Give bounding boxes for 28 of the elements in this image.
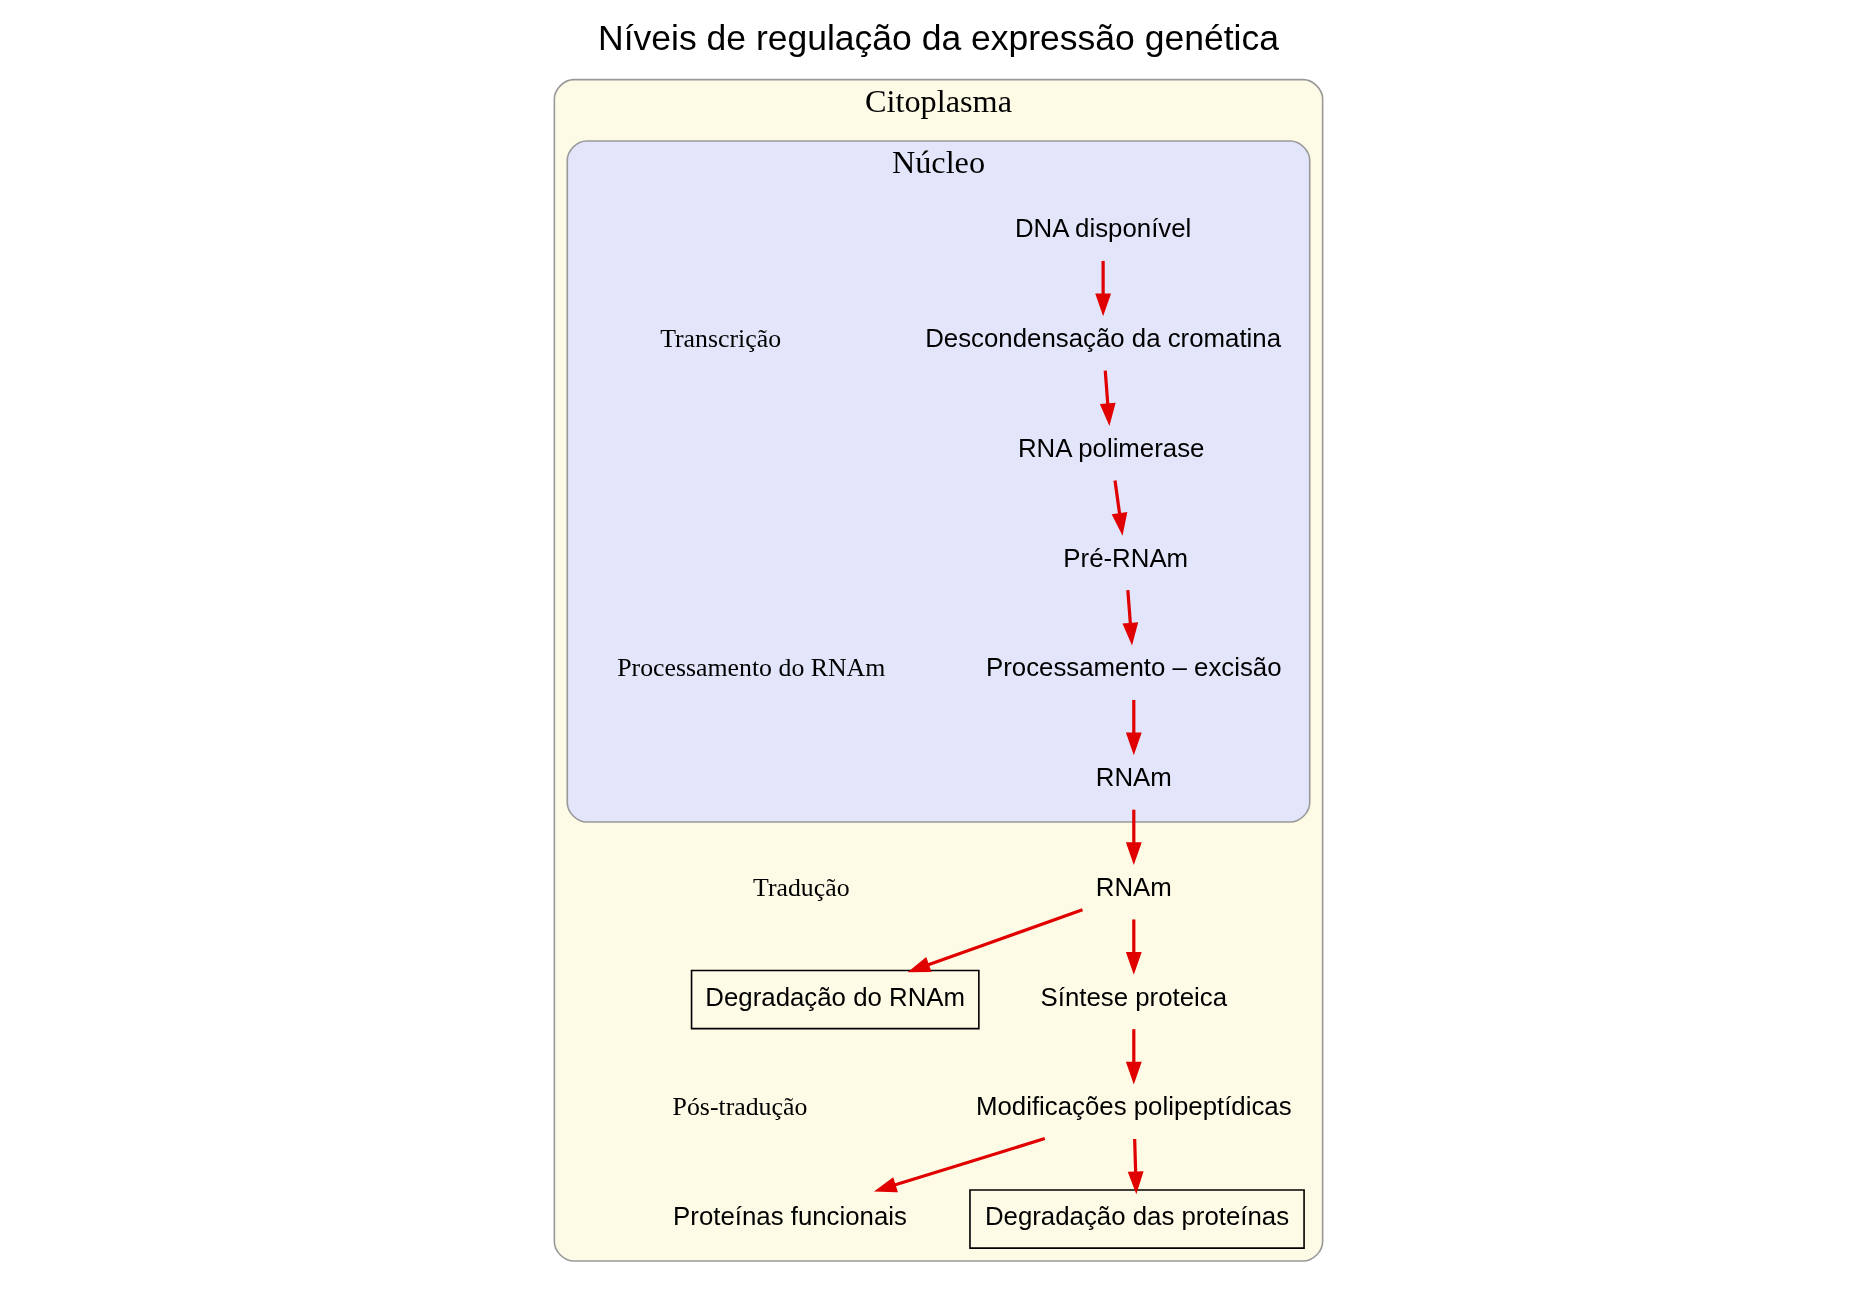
arrow: [1121, 590, 1138, 646]
arrow: [1094, 260, 1111, 317]
node-text: Descondensação da cromatina: [924, 324, 1281, 353]
node-text: Proteínas funcionais: [672, 1202, 907, 1231]
node-text: RNAm: [1095, 763, 1172, 792]
arrow: [1125, 699, 1142, 756]
arrow: [1125, 1029, 1142, 1085]
arrow: [1099, 370, 1116, 426]
node-text: Processamento – excisão: [985, 653, 1282, 682]
node-text: Pré-RNAm: [1062, 543, 1188, 572]
label: Tradução: [752, 872, 850, 902]
node-box: Degradação das proteínas: [968, 1189, 1305, 1249]
node-text: RNAm: [1095, 872, 1172, 901]
node-text: Modificações polipeptídicas: [975, 1092, 1292, 1121]
node-text: RNA polimerase: [1017, 433, 1204, 462]
node-text: Síntese proteica: [1040, 982, 1227, 1011]
diagram-title: Níveis de regulação da expressão genética: [597, 17, 1279, 58]
arrow: [1125, 809, 1142, 865]
node-text: DNA disponível: [1014, 214, 1191, 243]
arrow: [907, 908, 1083, 973]
label: Processamento do RNAm: [616, 653, 885, 683]
label: Transcrição: [659, 324, 781, 354]
arrow: [1125, 919, 1142, 975]
arrow: [873, 1136, 1045, 1193]
arrow: [1127, 1138, 1144, 1195]
arrow: [1111, 480, 1127, 536]
node-box: Degradação do RNAm: [690, 969, 980, 1030]
label: Pós-tradução: [672, 1092, 807, 1122]
